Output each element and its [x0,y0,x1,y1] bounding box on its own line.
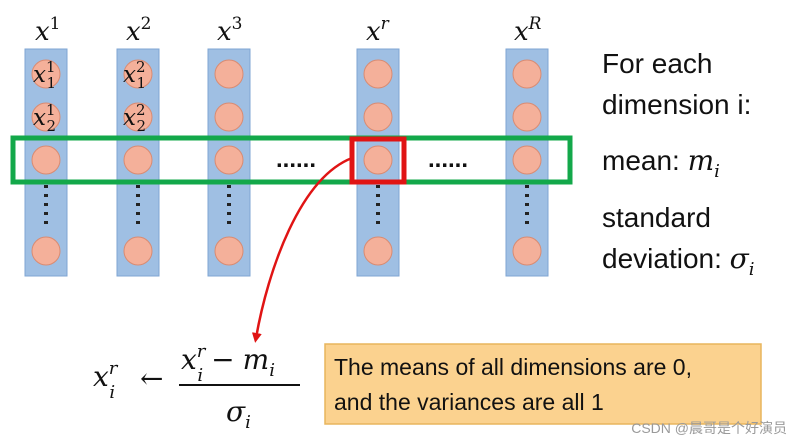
std-label-line1: standard [602,202,711,233]
neuron [363,236,393,266]
column-label-xR: xR [514,14,542,47]
feature-column-R [505,48,549,277]
neuron [512,236,542,266]
neuron [512,102,542,132]
horizontal-ellipsis-right: ...... [428,146,468,173]
neuron [512,59,542,89]
neuron [214,102,244,132]
mean-label: mean: mi [602,144,720,182]
horizontal-ellipsis-left: ...... [276,146,316,173]
note-line1: The means of all dimensions are 0, [334,354,692,380]
column-label-x3: x3 [217,14,243,47]
neuron [214,59,244,89]
neuron [512,145,542,175]
neuron [363,102,393,132]
neuron [31,102,61,132]
neuron [31,145,61,175]
side-text-line2: dimension i: [602,89,751,120]
note-line2: and the variances are all 1 [334,389,604,415]
std-label-line2: deviation: σi [602,242,755,280]
dimension-row-box [10,135,573,185]
neuron [123,236,153,266]
normalize-arrow [251,156,353,343]
column-label-xr: xr [366,14,390,47]
column-label-x2: x2 [126,14,152,47]
neuron [214,145,244,175]
neuron [31,236,61,266]
neuron [123,145,153,175]
neuron [363,59,393,89]
neuron [31,59,61,89]
highlight-box [349,136,407,185]
watermark: CSDN @晨哥是个好演员 [631,420,787,436]
feature-column-r [356,48,400,277]
neuron [123,102,153,132]
note-box: The means of all dimensions are 0, and t… [324,343,762,425]
neuron [123,59,153,89]
formula-arrow: ← [140,362,163,395]
formula-denominator: σi [226,395,251,433]
feature-column-3 [207,48,251,277]
side-text-line1: For each [602,48,713,79]
neuron [214,236,244,266]
column-label-x1: x1 [35,14,61,47]
neuron [363,145,393,175]
